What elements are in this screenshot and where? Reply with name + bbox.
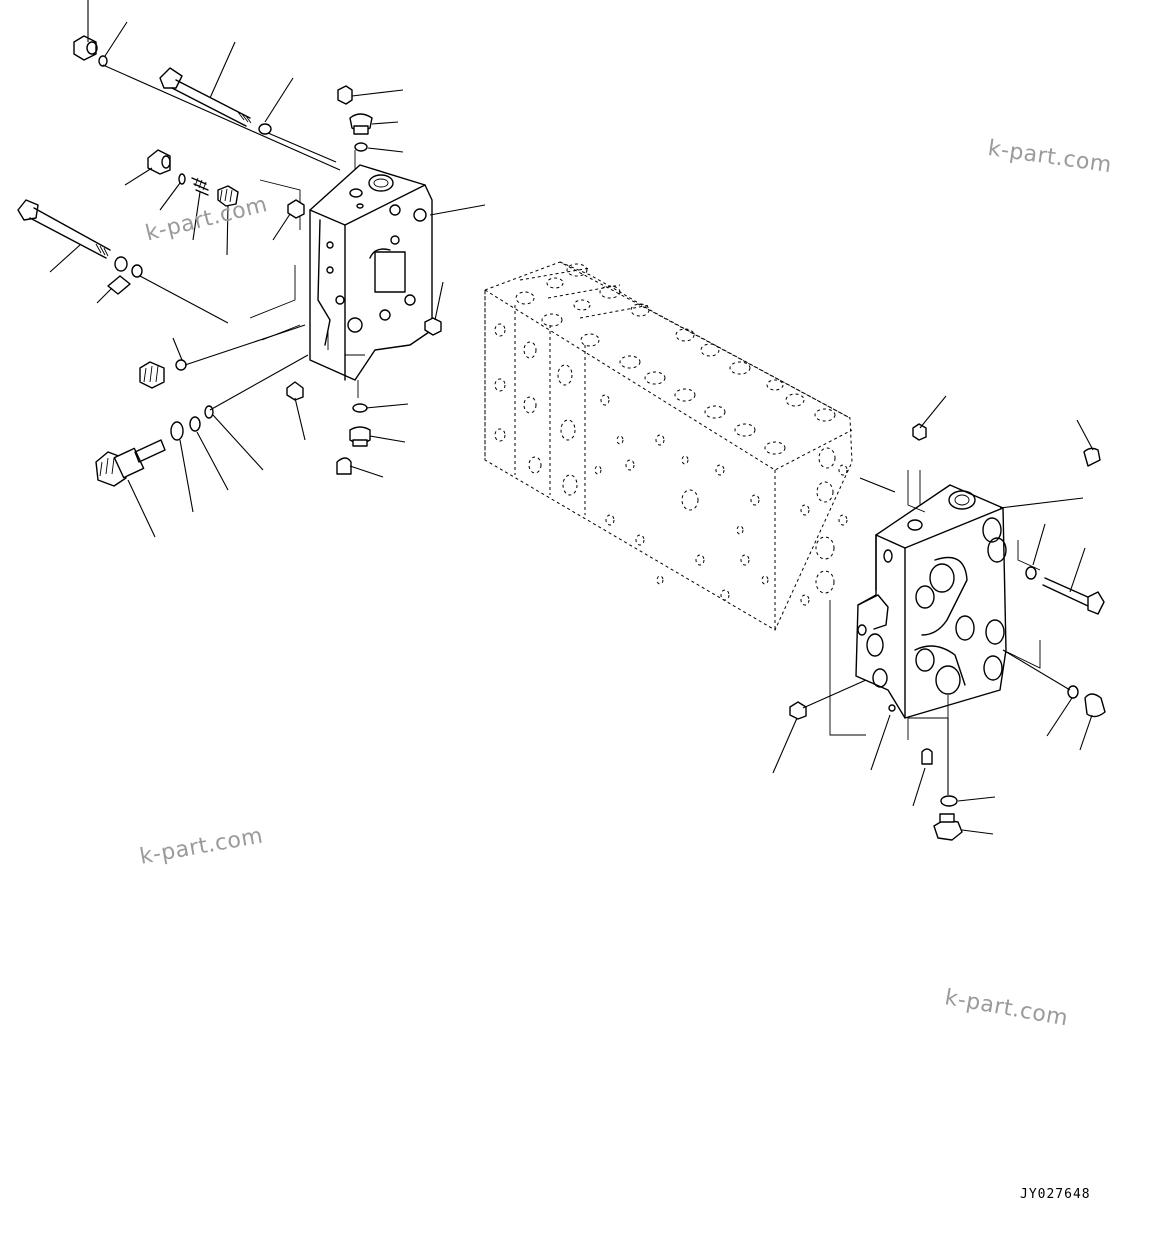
washer	[131, 264, 143, 278]
plug-head	[349, 113, 373, 135]
cap-bottom-mid	[921, 748, 933, 765]
plug-right	[1084, 693, 1106, 718]
spring-2	[217, 185, 239, 207]
plug-bottom-right	[933, 813, 963, 841]
cap-top-right	[1083, 447, 1101, 467]
right-leader-lines	[772, 395, 1094, 835]
right-side-plug	[424, 317, 442, 336]
main-valve-body	[484, 261, 853, 631]
right-parts	[789, 423, 1106, 841]
plug-group	[147, 149, 171, 175]
left-section-valve	[249, 150, 433, 398]
plug-top-left	[73, 35, 98, 61]
tie-bolt-top	[159, 67, 252, 127]
plug-top	[912, 423, 927, 441]
drawing-code: JY027648	[1020, 1187, 1091, 1202]
right-section-valve	[855, 484, 1007, 719]
plug-bottom	[349, 426, 371, 447]
plug-left-side	[789, 701, 807, 720]
small-plug-low	[286, 381, 304, 401]
plug-lower	[139, 361, 165, 389]
left-parts	[17, 35, 442, 487]
washer	[1025, 566, 1037, 580]
spring	[191, 177, 209, 196]
washer	[114, 256, 128, 272]
tag-bracket	[107, 275, 131, 295]
o-ring	[98, 55, 108, 67]
cartridge-valve	[95, 439, 166, 487]
cap-bottom	[336, 457, 352, 475]
small-plug-mid	[287, 199, 305, 219]
left-leader-lines	[49, 0, 486, 538]
plug-top-right	[337, 85, 353, 105]
washer	[258, 123, 272, 135]
tie-bolt-left	[17, 199, 111, 259]
tie-bolt-right	[1042, 577, 1105, 615]
